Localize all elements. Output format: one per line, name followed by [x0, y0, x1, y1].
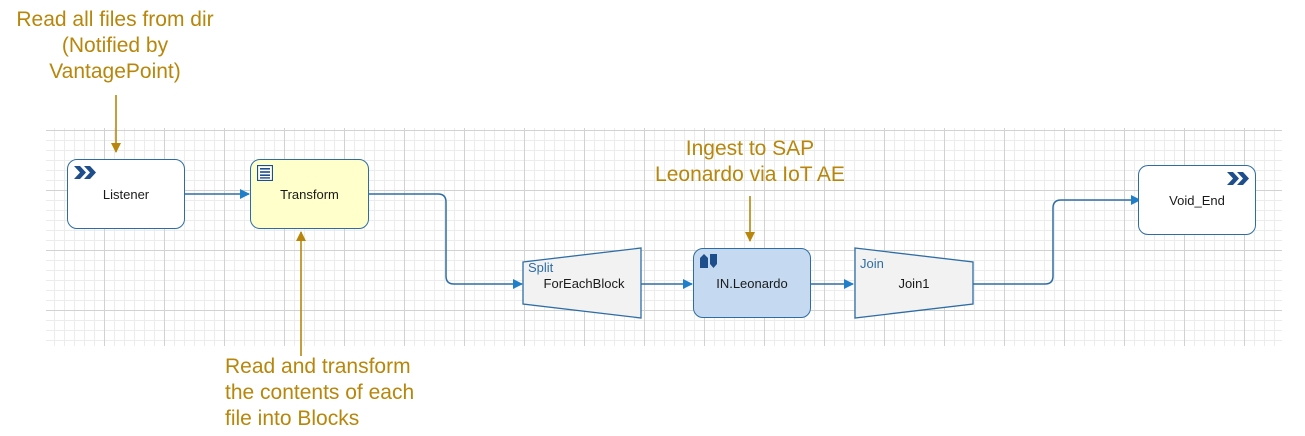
annotation-read-files: Read all files from dir (Notified by Van…: [0, 7, 230, 85]
leonardo-node[interactable]: IN.Leonardo: [693, 248, 811, 318]
void-end-node[interactable]: Void_End: [1138, 165, 1256, 235]
void-end-label: Void_End: [1169, 192, 1225, 208]
split-tag: Split: [528, 260, 554, 275]
annotation-line: file into Blocks: [225, 407, 360, 430]
annotation-line: Ingest to SAP: [685, 137, 815, 160]
split-shape[interactable]: [522, 247, 642, 319]
leonardo-label: IN.Leonardo: [716, 275, 788, 291]
listener-node[interactable]: Listener: [67, 159, 185, 229]
annotation-ingest: Ingest to SAP Leonardo via IoT AE: [630, 136, 870, 188]
transform-label: Transform: [280, 186, 339, 202]
listener-label: Listener: [102, 186, 150, 202]
document-lines-icon: [257, 165, 273, 181]
join-shape[interactable]: [854, 247, 974, 319]
transform-node[interactable]: Transform: [250, 159, 369, 229]
connector-transform-split[interactable]: [369, 193, 523, 289]
inbound-connector-icon: [700, 254, 717, 268]
annotation-line: Leonardo via IoT AE: [655, 163, 845, 186]
double-chevron-icon: [1227, 172, 1249, 185]
join-label: Join1: [898, 275, 930, 291]
annotation-line: Read all files from dir: [16, 8, 214, 31]
split-node[interactable]: Split ForEachBlock: [523, 248, 641, 318]
annotation-line: Read and transform: [225, 355, 411, 378]
connector-join-voidend[interactable]: [973, 195, 1141, 285]
join-node[interactable]: Join Join1: [855, 248, 973, 318]
annotation-line: the contents of each: [225, 381, 415, 404]
join-tag: Join: [860, 256, 884, 271]
annotation-line: (Notified by: [61, 34, 169, 57]
annotation-line: VantagePoint): [49, 60, 181, 83]
double-chevron-icon: [74, 166, 96, 179]
split-label: ForEachBlock: [543, 275, 625, 291]
annotation-transform: Read and transform the contents of each …: [225, 354, 414, 432]
